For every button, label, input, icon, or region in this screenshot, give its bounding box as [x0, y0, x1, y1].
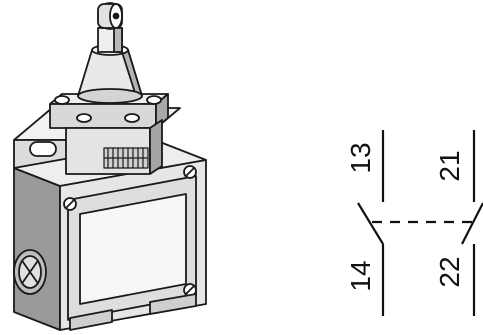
nc-contact-blade — [461, 202, 483, 245]
terminal-14-label: 14 — [345, 260, 376, 291]
label-window — [79, 193, 187, 305]
roller-icon — [97, 2, 123, 30]
body-foot — [149, 293, 197, 315]
head-screw-icon — [124, 113, 140, 123]
cable-gland-icon — [13, 249, 47, 295]
contact-schematic — [357, 130, 483, 316]
no-contact-blade — [357, 202, 384, 245]
mounting-slot-icon — [29, 141, 57, 157]
head-housing-side — [149, 119, 163, 175]
terminal-21-label: 21 — [434, 150, 465, 181]
head-screw-icon — [146, 95, 162, 105]
terminal-22-label: 22 — [434, 256, 465, 287]
body-side — [13, 167, 61, 331]
cover-screw-icon — [63, 197, 77, 211]
cover-screw-icon — [183, 165, 197, 179]
head-grille — [103, 147, 149, 169]
head-screw-icon — [76, 113, 92, 123]
head-base-front — [49, 103, 157, 129]
head-screw-icon — [54, 95, 70, 105]
limit-switch-illustration — [13, 2, 207, 331]
terminal-13-label: 13 — [345, 142, 376, 173]
body-foot — [69, 309, 113, 331]
terminal-labels: 13 14 21 22 — [345, 142, 465, 291]
